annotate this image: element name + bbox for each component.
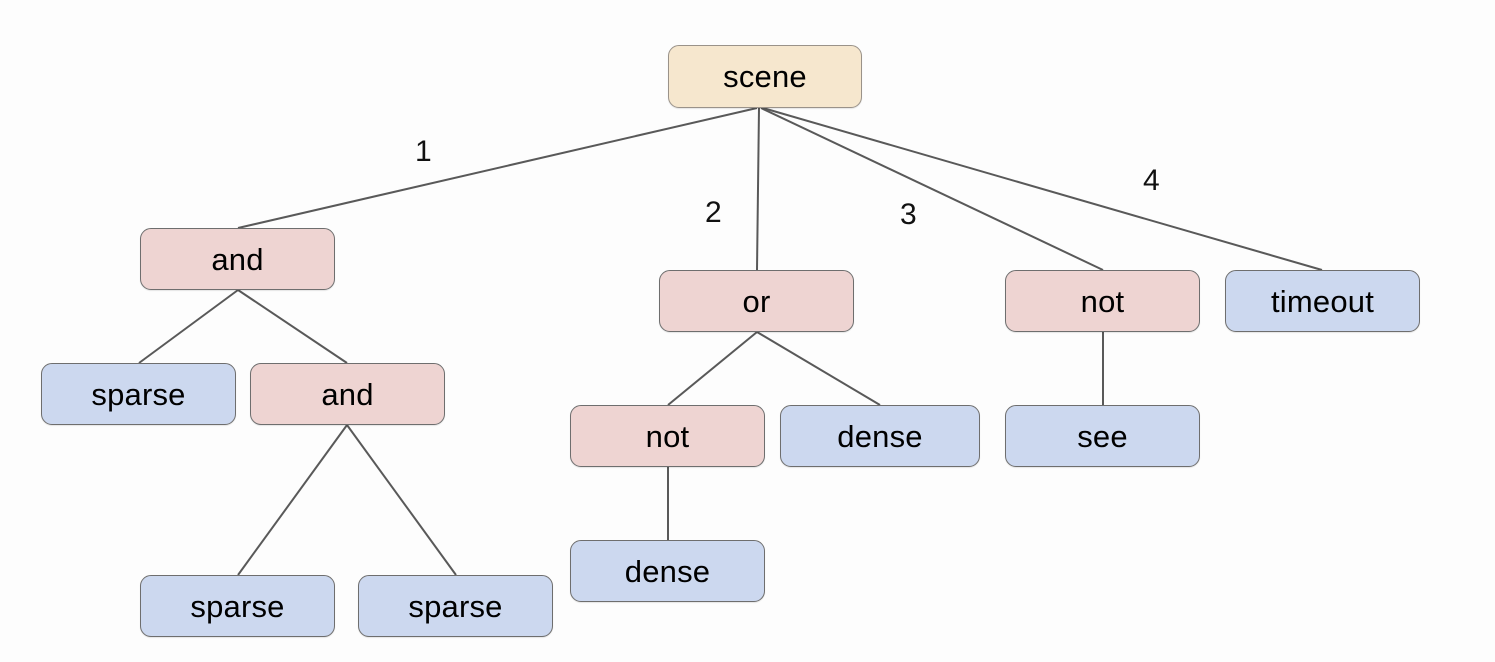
tree-node-label: dense <box>837 418 923 454</box>
tree-node-label: not <box>645 418 690 454</box>
tree-edge <box>237 107 758 229</box>
tree-node-and1[interactable]: and <box>140 228 335 290</box>
tree-node-or1[interactable]: or <box>659 270 854 332</box>
tree-edge <box>756 107 760 271</box>
tree-node-dense2[interactable]: dense <box>570 540 765 602</box>
tree-node-label: timeout <box>1270 283 1375 319</box>
tree-node-sparse1[interactable]: sparse <box>41 363 236 425</box>
tree-node-dense1[interactable]: dense <box>780 405 980 467</box>
tree-node-label: sparse <box>190 588 285 624</box>
tree-node-label: dense <box>624 553 711 589</box>
tree-node-not_r[interactable]: not <box>1005 270 1200 332</box>
tree-edge <box>760 107 1104 271</box>
tree-node-label: see <box>1077 418 1128 454</box>
edge-label-4: 4 <box>1143 164 1160 197</box>
tree-edge <box>346 424 457 576</box>
tree-node-label: sparse <box>91 376 186 412</box>
edge-label-3: 3 <box>900 198 917 231</box>
tree-node-label: scene <box>723 59 807 94</box>
tree-node-scene[interactable]: scene <box>668 45 862 108</box>
tree-node-sparse3[interactable]: sparse <box>358 575 553 637</box>
tree-node-label: sparse <box>408 588 503 624</box>
edge-label-1: 1 <box>415 135 432 168</box>
tree-node-label: or <box>742 283 771 319</box>
tree-node-not_m[interactable]: not <box>570 405 765 467</box>
tree-node-label: and <box>211 241 264 277</box>
tree-node-timeout[interactable]: timeout <box>1225 270 1420 332</box>
tree-node-sparse2[interactable]: sparse <box>140 575 335 637</box>
tree-edge <box>237 424 348 576</box>
tree-node-see[interactable]: see <box>1005 405 1200 467</box>
tree-edge <box>667 331 758 406</box>
edge-label-2: 2 <box>705 196 722 229</box>
tree-edge <box>138 289 239 364</box>
tree-edge <box>237 289 348 364</box>
tree-edge <box>762 107 1323 271</box>
tree-node-and2[interactable]: and <box>250 363 445 425</box>
tree-node-label: not <box>1080 283 1125 319</box>
tree-node-label: and <box>321 376 374 412</box>
tree-edge <box>756 331 881 406</box>
